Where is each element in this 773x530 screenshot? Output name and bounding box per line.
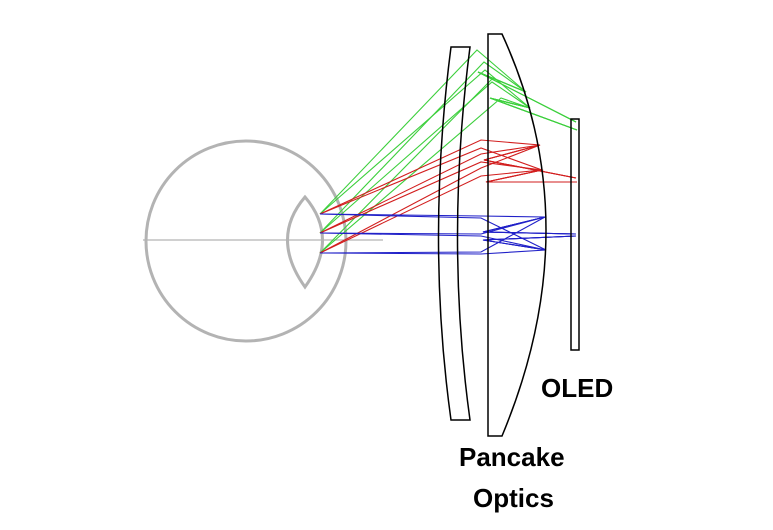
oled-panel <box>570 118 580 351</box>
pancake-lens-rear <box>487 33 547 437</box>
eye-lens <box>286 194 324 290</box>
red-ray <box>319 161 577 234</box>
green-ray <box>319 71 577 254</box>
blue-ray <box>319 235 577 255</box>
blue-ray <box>319 216 577 254</box>
eye <box>143 139 383 343</box>
oled-label: OLED <box>541 373 614 403</box>
green-ray <box>319 81 578 234</box>
pancake-optics-label-line2: Optics <box>473 483 554 513</box>
ray-bundles <box>319 49 578 255</box>
red-ray <box>319 144 577 254</box>
green-ray <box>319 97 578 254</box>
pancake-lens-front <box>437 46 471 421</box>
eyeball <box>144 139 348 343</box>
green-ray <box>319 61 577 234</box>
blue-ray <box>319 232 577 251</box>
pancake-optics-label-line1: Pancake <box>459 442 565 472</box>
